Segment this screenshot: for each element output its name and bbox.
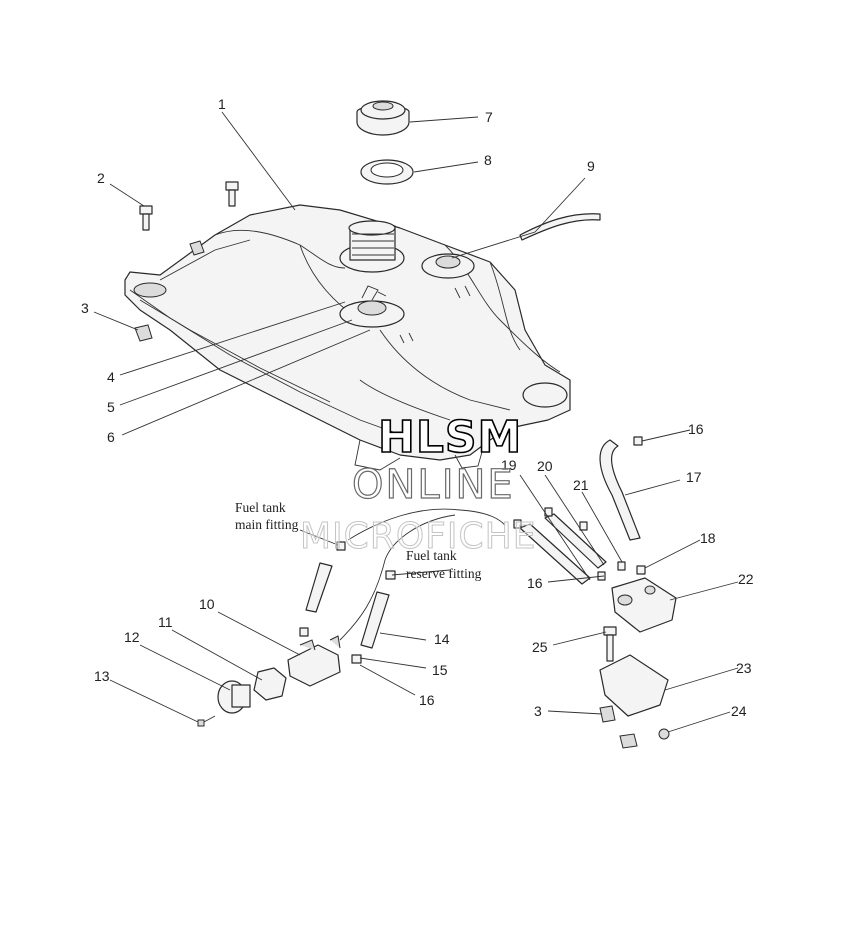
screw xyxy=(197,715,216,727)
callout-3-right: 3 xyxy=(534,703,542,719)
callout-16-top: 16 xyxy=(688,421,704,437)
callout-7: 7 xyxy=(485,109,493,125)
callout-17: 17 xyxy=(686,469,702,485)
main-fitting-note-line2: main fitting xyxy=(235,517,299,532)
watermark-line3: MICROFICHE xyxy=(300,516,536,557)
callout-15: 15 xyxy=(432,662,448,678)
bolt-2 xyxy=(139,181,239,231)
main-fitting-note-line1: Fuel tank xyxy=(235,500,286,515)
callout-25: 25 xyxy=(532,639,548,655)
watermark-line2: ONLINE xyxy=(352,462,515,508)
callout-24: 24 xyxy=(731,703,747,719)
valve-nut xyxy=(253,667,287,701)
callout-16-left: 16 xyxy=(419,692,435,708)
callout-13: 13 xyxy=(94,668,110,684)
fuel-valve xyxy=(287,635,341,687)
callout-4: 4 xyxy=(107,369,115,385)
callout-3: 3 xyxy=(81,300,89,316)
pump-bracket xyxy=(599,654,669,717)
callout-19: 19 xyxy=(501,457,517,473)
fuel-pump-hoses xyxy=(513,436,646,585)
cap-seal xyxy=(360,159,414,185)
leader-lines xyxy=(93,111,739,733)
callout-1: 1 xyxy=(218,96,226,112)
callout-18: 18 xyxy=(700,530,716,546)
watermark-line1: HLSM xyxy=(378,412,522,463)
valve-knob xyxy=(217,680,251,714)
callout-16-mid: 16 xyxy=(527,575,543,591)
callout-23: 23 xyxy=(736,660,752,676)
callout-9: 9 xyxy=(587,158,595,174)
reserve-fitting-note-line2: reserve fitting xyxy=(406,566,482,581)
callout-21: 21 xyxy=(573,477,589,493)
clip-nut-3 xyxy=(134,240,638,749)
fitting-notes: Fuel tank main fitting Fuel tank reserve… xyxy=(235,500,482,581)
watermark: HLSM ONLINE MICROFICHE xyxy=(300,411,536,557)
fuel-hoses-left xyxy=(299,508,506,664)
callout-2: 2 xyxy=(97,170,105,186)
callout-6: 6 xyxy=(107,429,115,445)
fuel-pump xyxy=(611,577,677,633)
nut-24 xyxy=(658,728,670,740)
callout-12: 12 xyxy=(124,629,140,645)
callout-11: 11 xyxy=(158,614,173,630)
fuel-tank xyxy=(124,204,571,471)
callout-5: 5 xyxy=(107,399,115,415)
callout-10: 10 xyxy=(199,596,215,612)
callout-numbers: 1 2 3 4 5 6 7 8 9 10 11 12 13 14 15 16 1… xyxy=(81,96,754,719)
callout-8: 8 xyxy=(484,152,492,168)
fuel-cap xyxy=(356,100,410,136)
callout-14: 14 xyxy=(434,631,450,647)
reserve-fitting-note-line1: Fuel tank xyxy=(406,548,457,563)
callout-22: 22 xyxy=(738,571,754,587)
callout-20: 20 xyxy=(537,458,553,474)
vent-hose xyxy=(519,213,601,241)
